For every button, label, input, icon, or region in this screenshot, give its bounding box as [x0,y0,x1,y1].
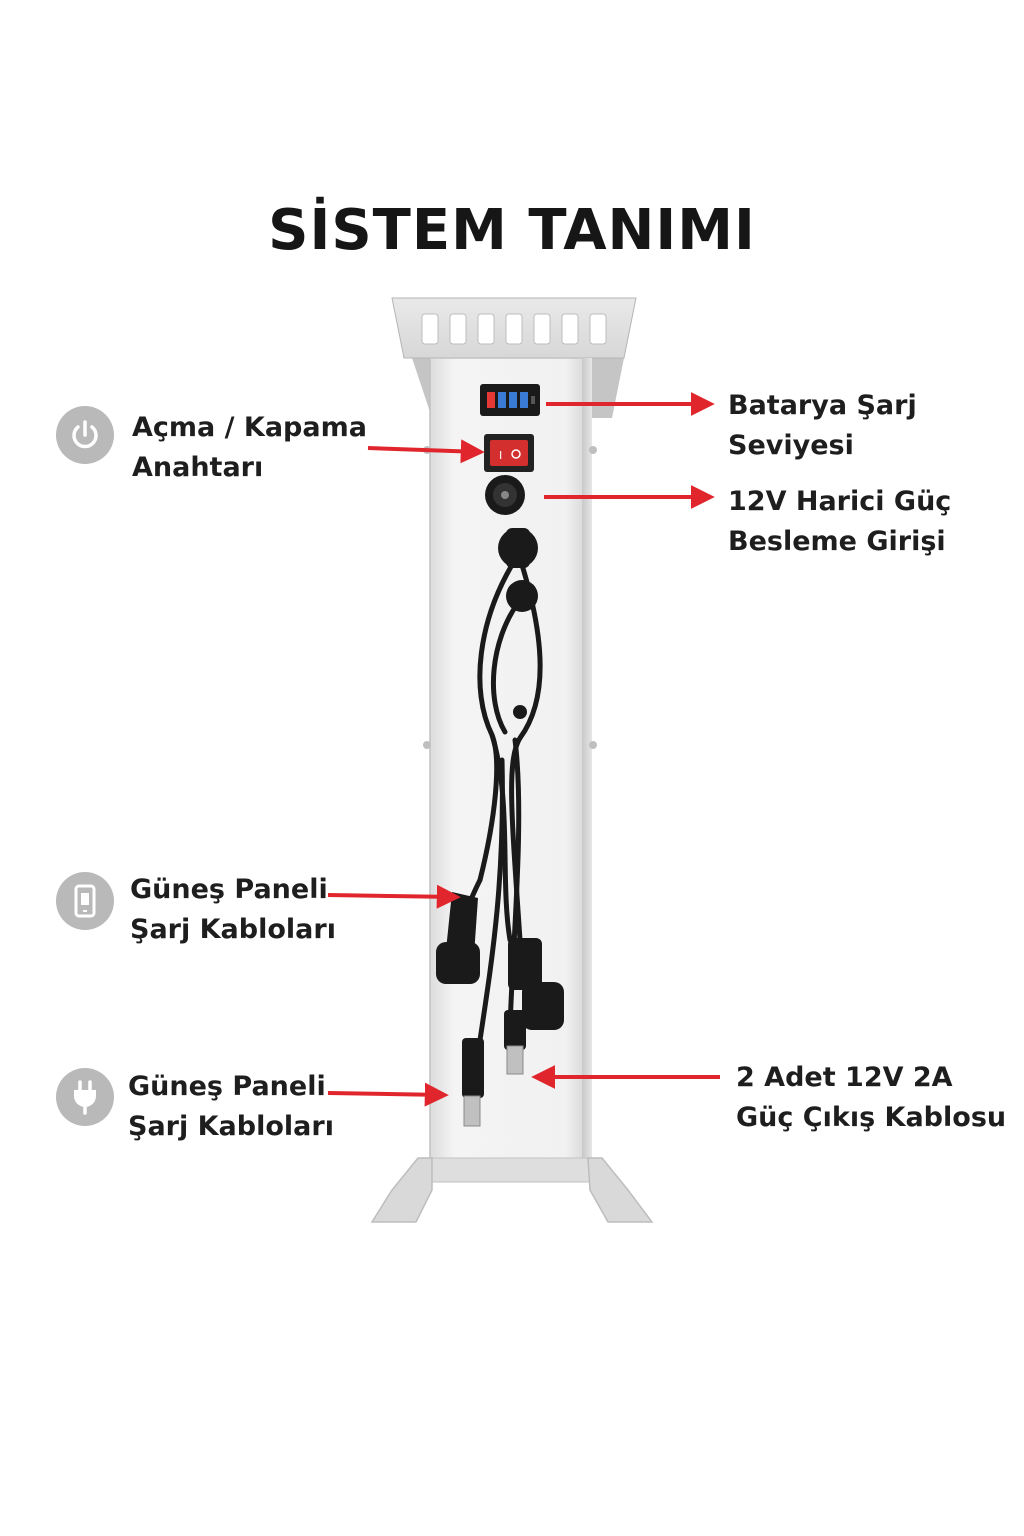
label-external-input: 12V Harici Güç Besleme Girişi [728,486,952,557]
dc-output-plug-2 [504,1010,526,1075]
dc-input-jack[interactable] [485,475,525,515]
arrow-solar-cables-2 [327,1082,449,1107]
plug-icon [56,1068,114,1126]
label-solar-cables-1: Güneş Paneli Şarj Kabloları [130,874,336,945]
power-switch[interactable]: I [484,434,534,472]
device-feet [370,1157,654,1223]
callout-arrows [327,392,720,1107]
dc-output-plug-1 [462,1038,484,1127]
label-power-output: 2 Adet 12V 2A Güç Çıkış Kablosu [736,1062,1007,1133]
cable-tie [513,705,527,719]
solar-connector-male [508,938,564,1030]
svg-text:I: I [499,449,502,462]
cable-glands [498,528,538,612]
arrow-solar-cables-1 [327,884,461,909]
label-battery-level: Batarya Şarj Seviyesi [728,390,917,461]
cables [455,557,543,1043]
label-solar-cables-2: Güneş Paneli Şarj Kabloları [128,1071,334,1142]
phone-charge-icon [56,872,114,930]
page-title: SİSTEM TANIMI [268,198,756,263]
label-power-switch: Açma / Kapama Anahtarı [132,412,367,483]
battery-level-indicator [480,384,540,416]
power-icon [56,406,114,464]
arrow-power-switch [367,439,485,464]
